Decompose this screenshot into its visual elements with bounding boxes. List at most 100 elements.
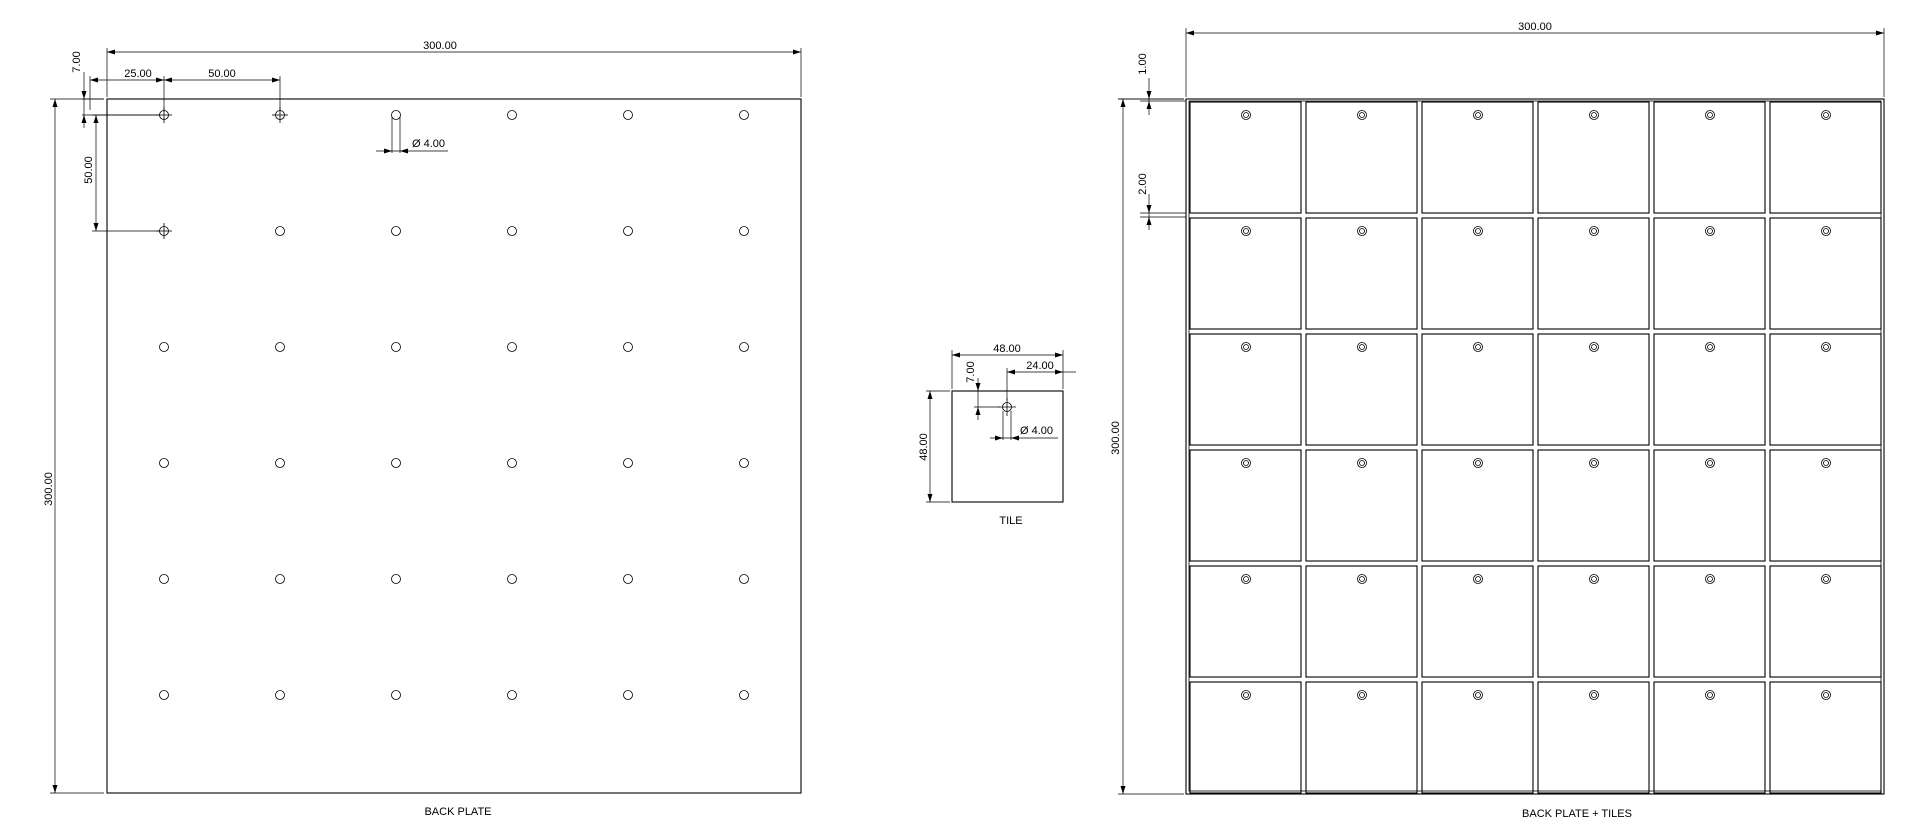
tile-outline	[1189, 565, 1302, 678]
tile-outline	[1537, 681, 1650, 794]
tile-outline	[1537, 101, 1650, 214]
tile-outline	[1189, 449, 1302, 562]
tile-hole	[1473, 342, 1483, 352]
back-plate-hole	[739, 458, 749, 468]
assembly-caption: BACK PLATE + TILES	[1522, 808, 1632, 820]
tile-pin	[1591, 344, 1597, 350]
back-plate-hole-diameter-label: Ø 4.00	[412, 138, 445, 150]
tile-hole-y-dimension: 7.00	[952, 361, 1000, 420]
tile-outline	[1305, 101, 1418, 214]
assembly-tile	[1189, 101, 1302, 214]
back-plate-width-dimension: 300.00	[106, 40, 802, 97]
tile-outline	[1421, 681, 1534, 794]
assembly-tile-gap-dimension: 2.00	[1137, 173, 1186, 230]
tile-pin	[1359, 576, 1365, 582]
back-plate-hole	[623, 690, 633, 700]
tile-pin	[1475, 112, 1481, 118]
assembly-tile	[1305, 681, 1418, 794]
tile-hole-diameter-label: Ø 4.00	[1020, 425, 1053, 437]
tile-outline	[1305, 217, 1418, 330]
back-plate-hole	[623, 342, 633, 352]
assembly-width-label: 300.00	[1518, 21, 1552, 33]
assembly-tile	[1769, 565, 1882, 678]
tile-pin	[1823, 228, 1829, 234]
tile-hole	[1473, 574, 1483, 584]
assembly-tile	[1769, 333, 1882, 446]
tile-hole	[1241, 110, 1251, 120]
back-plate-hole	[507, 110, 517, 120]
tile-outline	[1653, 681, 1766, 794]
back-plate-hole	[391, 110, 401, 120]
tile-pin	[1475, 460, 1481, 466]
back-plate-hole	[391, 574, 401, 584]
assembly-tile	[1769, 101, 1882, 214]
tile-pin	[1243, 344, 1249, 350]
back-plate-hole	[275, 226, 285, 236]
assembly-tile	[1769, 449, 1882, 562]
back-plate-pitch-x-label: 50.00	[208, 68, 236, 80]
assembly-edge-gap-dimension: 1.00	[1118, 53, 1186, 115]
tile-hole	[1821, 574, 1831, 584]
assembly-tile	[1305, 101, 1418, 214]
assembly-tile	[1653, 681, 1766, 794]
assembly-tile	[1421, 565, 1534, 678]
back-plate-pitch-y-dimension: 50.00	[83, 114, 160, 232]
assembly-tile	[1537, 333, 1650, 446]
tile-outline	[1769, 565, 1882, 678]
assembly-tile-grid	[1189, 101, 1882, 794]
tile-hole	[1589, 110, 1599, 120]
tile-pin	[1591, 460, 1597, 466]
tile-pin	[1359, 344, 1365, 350]
assembly-tile	[1305, 333, 1418, 446]
tile-outline	[1769, 449, 1882, 562]
tile-hole	[1589, 342, 1599, 352]
tile-outline	[1189, 333, 1302, 446]
tile-height-dimension: 48.00	[918, 390, 950, 503]
tile-pin	[1823, 460, 1829, 466]
tile-pin	[1823, 692, 1829, 698]
back-plate-hole	[507, 226, 517, 236]
tile-hole	[1589, 458, 1599, 468]
back-plate-width-label: 300.00	[423, 40, 457, 52]
back-plate-hole	[159, 342, 169, 352]
tile-hole	[1589, 574, 1599, 584]
assembly-tile	[1189, 333, 1302, 446]
tile-outline	[1537, 565, 1650, 678]
tile-outline	[1769, 101, 1882, 214]
tile-outline	[1305, 681, 1418, 794]
back-plate-hole	[739, 226, 749, 236]
back-plate-hole-diameter-callout: Ø 4.00	[376, 117, 448, 154]
back-plate-hole	[391, 226, 401, 236]
tile-hole	[1705, 574, 1715, 584]
tile-pin	[1591, 576, 1597, 582]
tile-pin	[1359, 692, 1365, 698]
back-plate-height-label: 300.00	[43, 472, 55, 506]
tile-pin	[1359, 112, 1365, 118]
tile-hole	[1705, 226, 1715, 236]
assembly-height-dimension: 300.00	[1110, 98, 1184, 795]
tile-hole	[1357, 690, 1367, 700]
tile-pin	[1243, 112, 1249, 118]
tile-outline	[1653, 217, 1766, 330]
back-plate-hole	[623, 226, 633, 236]
assembly-tile	[1653, 101, 1766, 214]
tile-outline	[1537, 333, 1650, 446]
tile-pin	[1359, 228, 1365, 234]
back-plate-top-offset-label: 7.00	[71, 51, 83, 72]
tile-pin	[1591, 692, 1597, 698]
tile-hole	[1821, 458, 1831, 468]
tile-outline	[1189, 681, 1302, 794]
tile-hole	[1357, 226, 1367, 236]
assembly-tile	[1305, 449, 1418, 562]
tile-outline	[1653, 565, 1766, 678]
tile-hole	[1589, 690, 1599, 700]
tile-outline	[951, 390, 1064, 503]
assembly-tile	[1537, 101, 1650, 214]
tile-pin	[1823, 344, 1829, 350]
tile-outline	[1653, 101, 1766, 214]
tile-pin	[1707, 460, 1713, 466]
tile-outline	[1421, 565, 1534, 678]
tile-hole	[1241, 342, 1251, 352]
back-plate-height-dimension: 300.00	[43, 98, 104, 794]
back-plate-hole	[159, 458, 169, 468]
